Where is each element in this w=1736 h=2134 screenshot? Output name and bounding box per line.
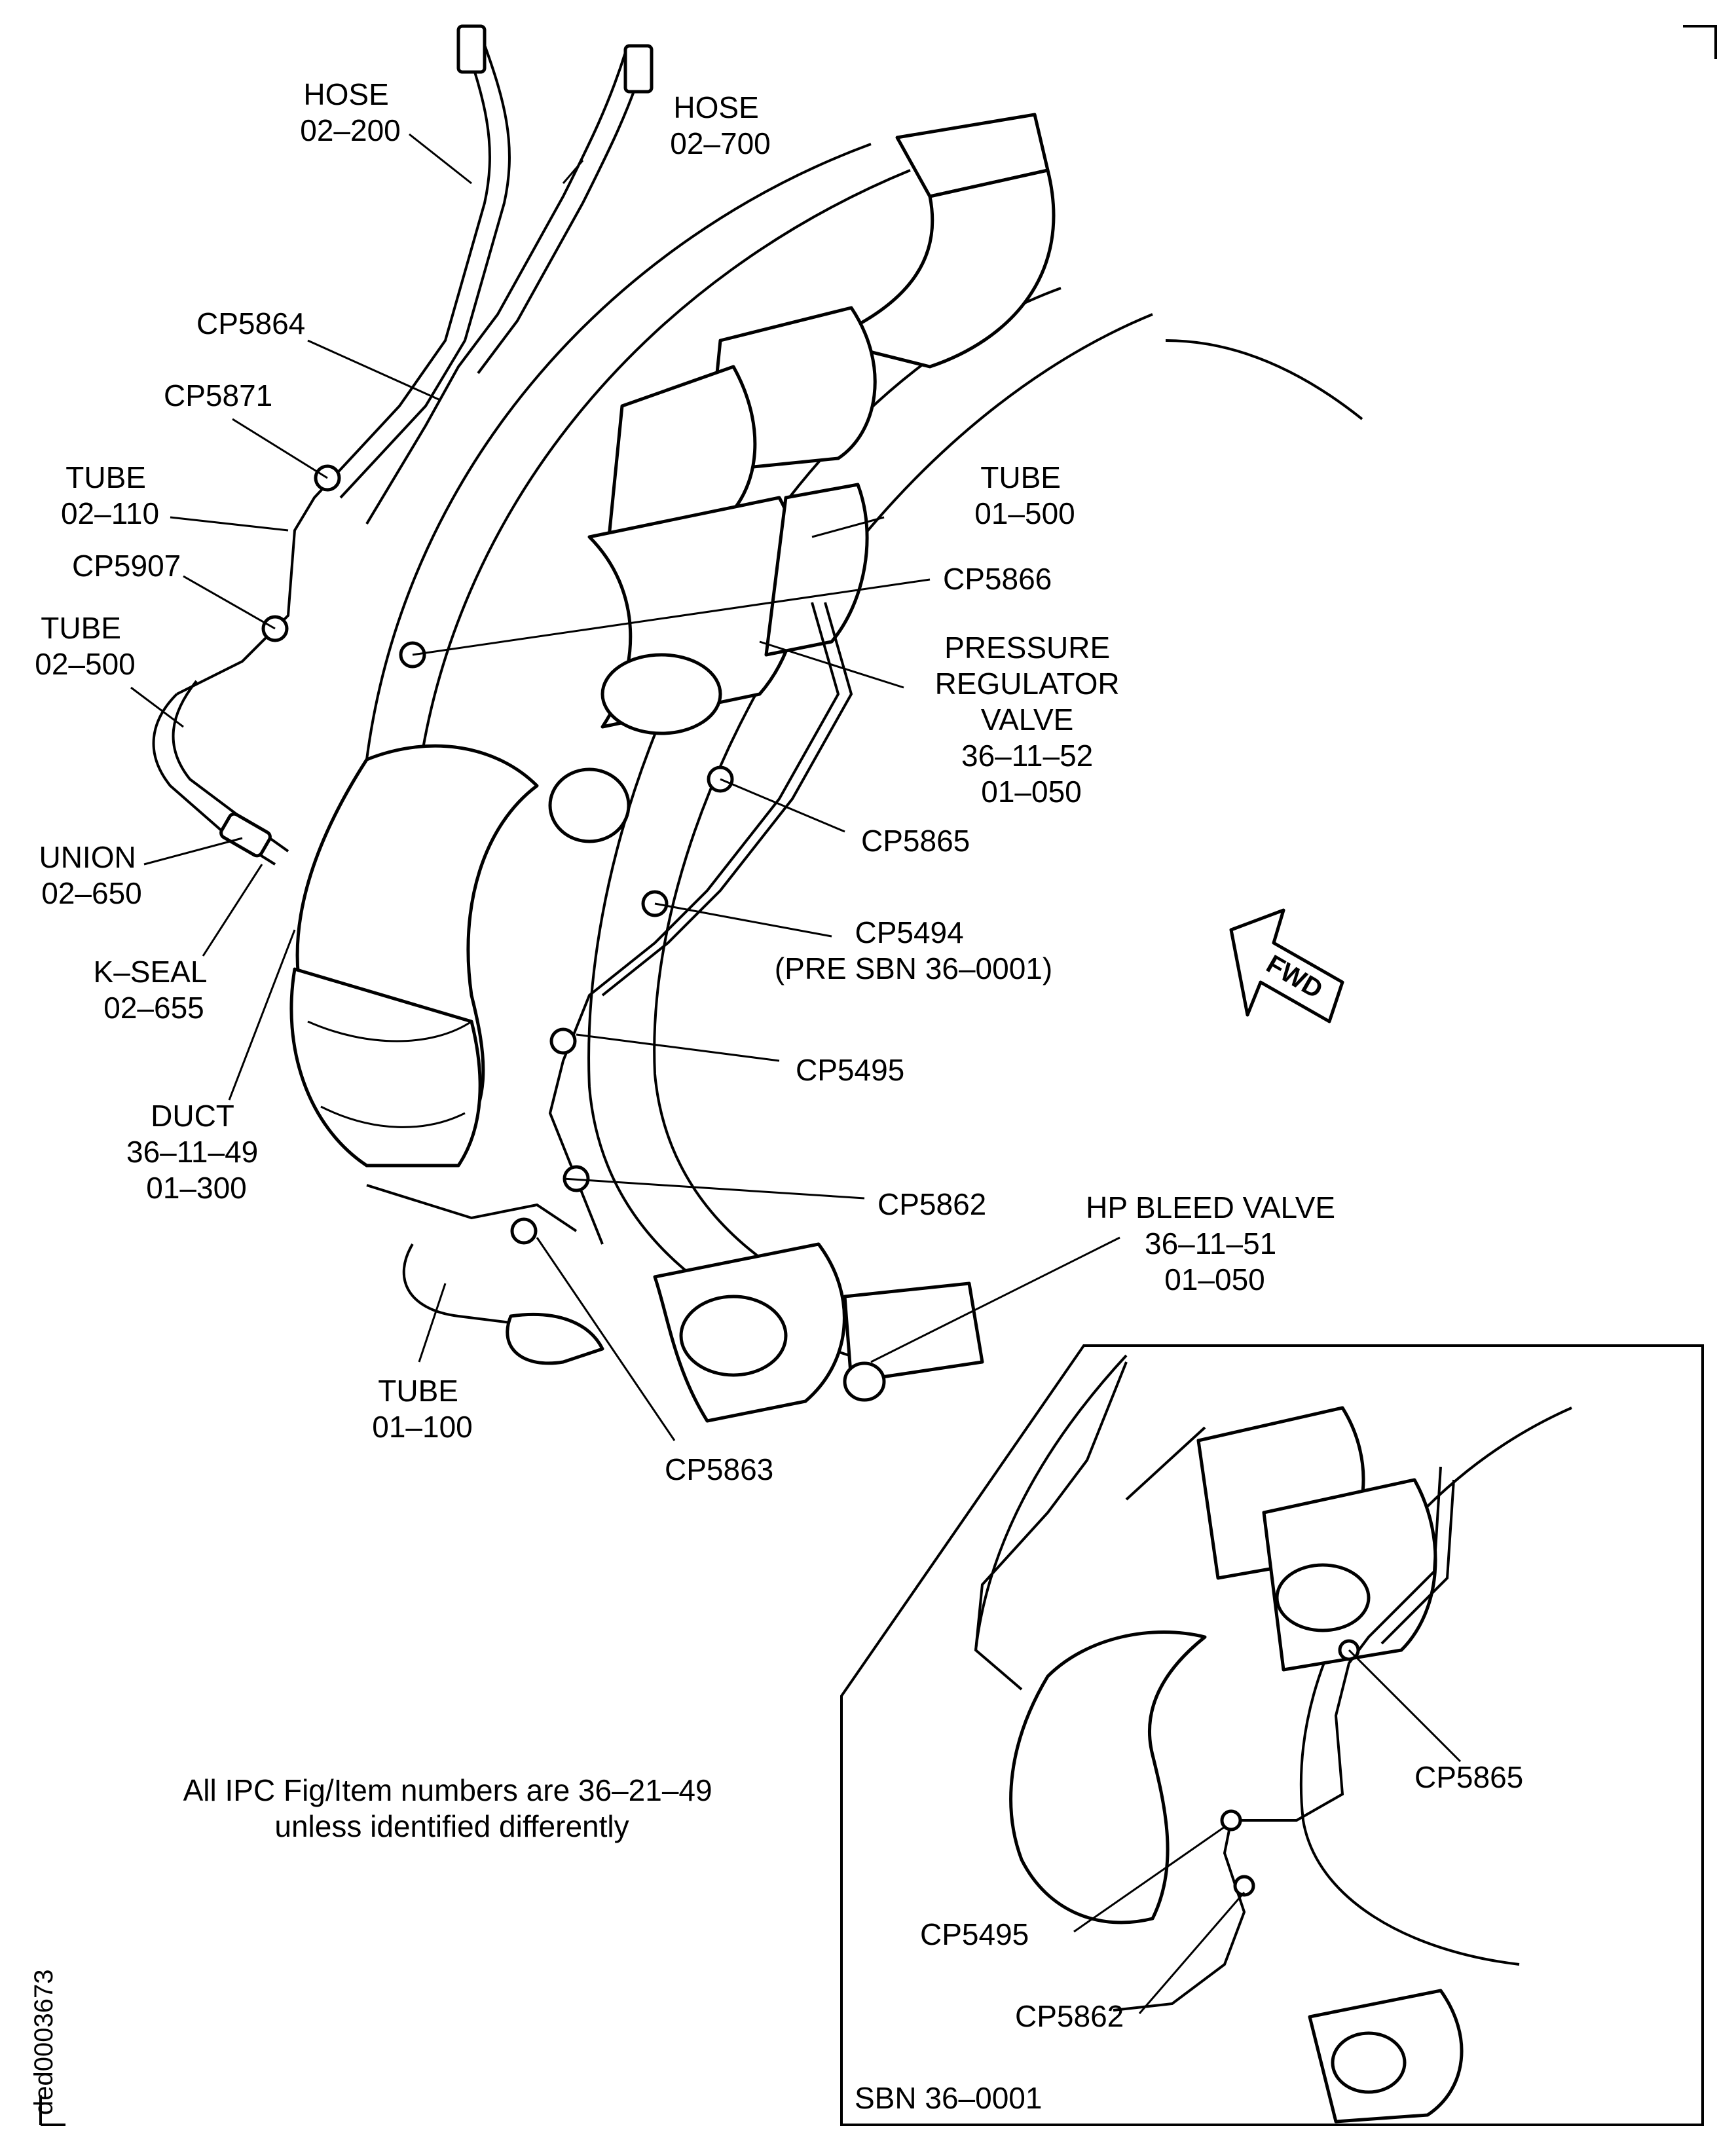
label-tube-02-110: TUBE 02–110: [61, 460, 159, 530]
inset-frame: [840, 1344, 1704, 2126]
label-pressure-regulator-valve: PRESSURE REGULATOR VALVE 36–11–52 01–050: [935, 631, 1128, 809]
label-cp5862: CP5862: [877, 1187, 986, 1221]
label-tube-02-500: TUBE 02–500: [35, 611, 136, 681]
inset-title: SBN 36–0001: [855, 2081, 1042, 2115]
ipc-note: All IPC Fig/Item numbers are 36–21–49 un…: [183, 1773, 721, 1843]
label-cp5866: CP5866: [943, 562, 1052, 596]
label-cp5865: CP5865: [861, 824, 970, 858]
label-hose-02-200: HOSE 02–200: [300, 77, 401, 147]
label-union: UNION 02–650: [39, 840, 144, 910]
label-cp5871: CP5871: [164, 378, 272, 413]
corner-mark: [1683, 25, 1717, 59]
inset-label-cp5495: CP5495: [920, 1917, 1029, 1951]
inset-sbn-36-0001: CP5865 CP5495 CP5862 SBN 36–0001: [840, 1344, 1704, 2126]
label-k-seal: K–SEAL 02–655: [94, 955, 215, 1025]
figure-id-mark: [39, 2095, 65, 2126]
inset-label-cp5862: CP5862: [1015, 1999, 1124, 2033]
label-cp5863: CP5863: [665, 1452, 773, 1486]
label-tube-01-100: TUBE 01–100: [372, 1374, 473, 1444]
fwd-arrow-icon: FWD: [1229, 908, 1344, 1023]
label-tube-01-500: TUBE 01–500: [974, 460, 1075, 530]
label-cp5495: CP5495: [796, 1053, 904, 1087]
label-cp5907: CP5907: [72, 549, 181, 583]
inset-label-cp5865: CP5865: [1414, 1760, 1523, 1794]
leader-lines: [130, 133, 1120, 1441]
label-cp5494: CP5494 (PRE SBN 36–0001): [775, 915, 1052, 985]
label-hose-02-700: HOSE 02–700: [670, 90, 771, 160]
label-cp5864: CP5864: [196, 306, 305, 340]
label-duct: DUCT 36–11–49 01–300: [126, 1099, 267, 1205]
label-hp-bleed-valve: HP BLEED VALVE 36–11–51 01–050: [1086, 1190, 1344, 1297]
figure-id: ded0003673: [29, 1970, 58, 2115]
engine-illustration: [152, 24, 1363, 1423]
